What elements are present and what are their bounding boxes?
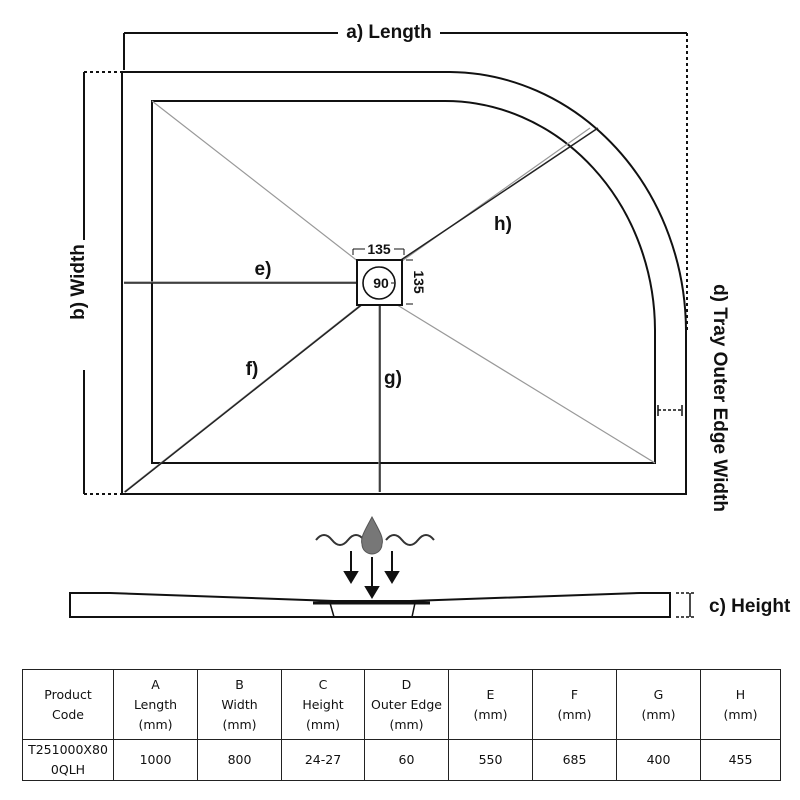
height-dimension: [676, 592, 696, 618]
header-f: F (mm): [532, 669, 617, 740]
spec-table: Product Code A Length (mm) B Width (mm) …: [22, 669, 781, 781]
header-text: H: [735, 686, 746, 702]
tray-basin: [151, 100, 656, 464]
header-text: (mm): [138, 716, 173, 732]
tray-profile: [69, 592, 671, 618]
header-width: B Width (mm): [197, 669, 282, 740]
header-text: (mm): [723, 706, 758, 722]
height-label: c) Height: [709, 596, 791, 617]
header-text: B: [235, 676, 244, 692]
tray-diagram: a) Length b) Width 135 13: [68, 22, 791, 618]
waste-diameter-label: 90: [373, 275, 389, 291]
cell-g: 400: [616, 739, 701, 781]
cell-outer-edge: 60: [364, 739, 449, 781]
length-dimension: [123, 32, 688, 330]
cell-width: 800: [197, 739, 282, 781]
header-text: Width: [221, 696, 258, 712]
cell-e: 550: [448, 739, 533, 781]
header-text: F: [570, 686, 579, 702]
header-text: A: [151, 676, 160, 692]
table-row: T251000X80 0QLH 1000 800 24-27 60 550 68…: [22, 739, 781, 781]
water-drop-icon: [315, 515, 435, 555]
waste-depth-label: 135: [411, 270, 427, 294]
header-text: D: [401, 676, 412, 692]
header-text: C: [318, 676, 328, 692]
cell-length: 1000: [113, 739, 198, 781]
header-text: (mm): [641, 706, 676, 722]
cell-code: T251000X80 0QLH: [22, 739, 114, 781]
header-text: (mm): [473, 706, 508, 722]
outer-edge-label: d) Tray Outer Edge Width: [709, 284, 730, 512]
header-text: Code: [51, 706, 84, 722]
header-e: E (mm): [448, 669, 533, 740]
f-label: f): [246, 359, 259, 380]
header-text: E: [486, 686, 495, 702]
header-text: G: [653, 686, 664, 702]
g-label: g): [384, 368, 402, 389]
width-dimension: [83, 71, 122, 495]
header-text: Length: [133, 696, 178, 712]
measure-lines: [124, 127, 599, 493]
header-text: Outer Edge: [371, 696, 442, 712]
header-text: (mm): [389, 716, 424, 732]
table-header-row: Product Code A Length (mm) B Width (mm) …: [22, 669, 781, 740]
cell-h: 455: [700, 739, 781, 781]
width-label: b) Width: [68, 244, 89, 320]
header-text: (mm): [557, 706, 592, 722]
header-text: Height: [302, 696, 344, 712]
code-text: T251000X80: [28, 742, 108, 757]
outer-edge-marker: [657, 405, 683, 416]
header-text: (mm): [222, 716, 257, 732]
waste-width-label: 135: [367, 241, 391, 257]
header-code: Product Code: [22, 669, 114, 740]
header-outer-edge: D Outer Edge (mm): [364, 669, 449, 740]
drain-arrows-icon: [343, 551, 400, 599]
header-g: G (mm): [616, 669, 701, 740]
header-length: A Length (mm): [113, 669, 198, 740]
header-h: H (mm): [700, 669, 781, 740]
waste-outlet: [352, 248, 413, 306]
code-text: 0QLH: [50, 762, 86, 777]
cell-f: 685: [532, 739, 617, 781]
e-label: e): [255, 259, 272, 280]
header-text: (mm): [305, 716, 341, 732]
length-label: a) Length: [346, 22, 432, 43]
header-text: Product: [44, 686, 92, 702]
cell-height: 24-27: [281, 739, 365, 781]
header-height: C Height (mm): [281, 669, 365, 740]
h-label: h): [494, 214, 512, 235]
